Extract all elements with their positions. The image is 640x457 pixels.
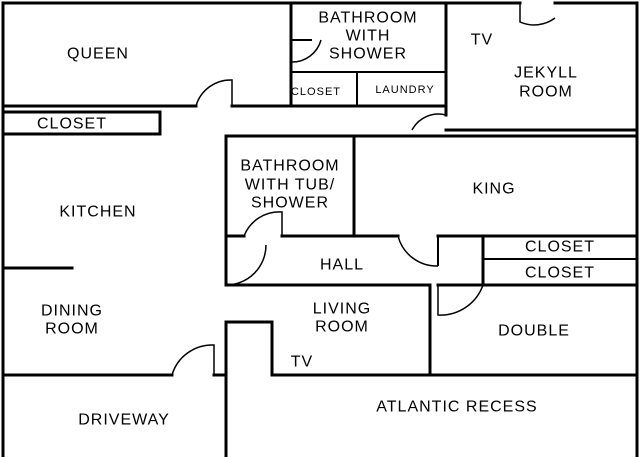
label-bath-shower-3: SHOWER (329, 46, 407, 63)
label-queen: QUEEN (67, 46, 129, 63)
door-hall (225, 244, 267, 286)
label-double: DOUBLE (498, 323, 570, 340)
door-king (397, 235, 439, 267)
door-double (437, 284, 484, 316)
label-bath-tub-2: WITH TUB/ (245, 177, 335, 194)
door-entrance (171, 344, 215, 376)
label-bath-shower-2: WITH (346, 28, 391, 45)
door-jekyll-bottom (411, 113, 447, 131)
label-closet-right-2: CLOSET (525, 265, 595, 282)
label-tv-top: TV (471, 32, 493, 49)
label-living-2: ROOM (315, 319, 369, 336)
label-laundry: LAUNDRY (375, 84, 434, 96)
label-closet-right-1: CLOSET (525, 239, 595, 256)
door-queen (195, 79, 233, 107)
label-bath-tub-3: SHOWER (251, 195, 329, 212)
label-closet-left: CLOSET (37, 116, 107, 133)
label-tv-bottom: TV (291, 354, 313, 371)
label-kitchen: KITCHEN (59, 204, 136, 221)
label-closet-small: CLOSET (291, 86, 341, 98)
label-atlantic-recess: ATLANTIC RECESS (376, 399, 537, 416)
door-bath-shower (290, 39, 322, 63)
label-dining-2: ROOM (45, 321, 99, 338)
doors (171, 3, 556, 376)
room-labels: QUEEN BATHROOM WITH SHOWER CLOSET LAUNDR… (37, 10, 595, 429)
label-bath-shower-1: BATHROOM (318, 10, 417, 27)
label-dining-1: DINING (41, 303, 103, 320)
label-hall: HALL (320, 257, 364, 274)
label-driveway: DRIVEWAY (78, 412, 170, 429)
label-living-1: LIVING (313, 301, 371, 318)
label-king: KING (472, 181, 515, 198)
door-bath-tub (243, 211, 283, 237)
label-bath-tub-1: BATHROOM (240, 158, 339, 175)
door-jekyll-top (519, 3, 556, 26)
label-jekyll-2: ROOM (519, 84, 573, 101)
label-jekyll-1: JEKYLL (514, 65, 578, 82)
